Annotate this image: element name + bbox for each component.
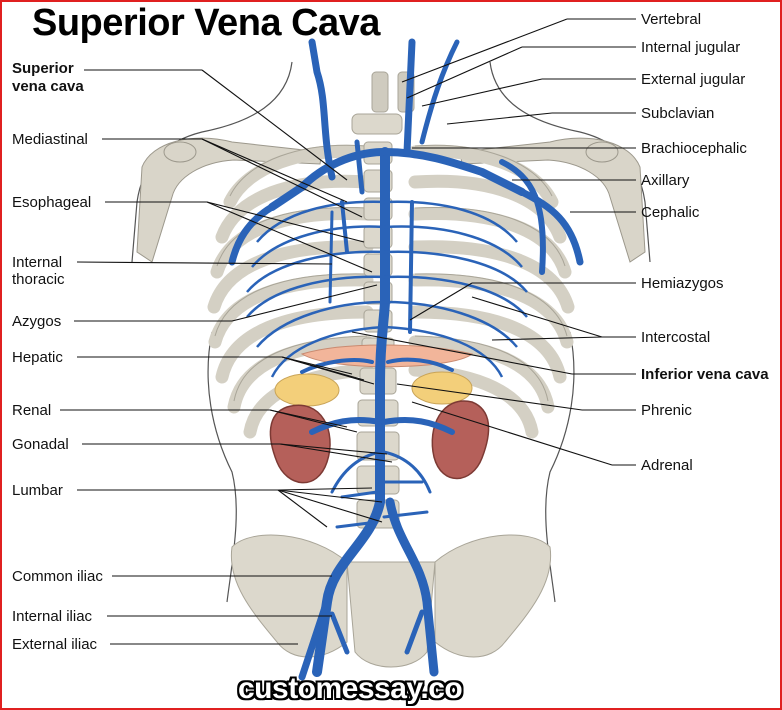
label-hemiazygos: Hemiazygos bbox=[641, 275, 724, 292]
label-vertebral: Vertebral bbox=[641, 11, 702, 28]
label-intercostal: Intercostal bbox=[641, 329, 711, 346]
label-superior-vena-cava-line2: vena cava bbox=[12, 78, 84, 95]
diagram-title: Superior Vena Cava bbox=[32, 2, 380, 44]
label-lumbar: Lumbar bbox=[12, 482, 63, 499]
label-internal-thoracic-line2: thoracic bbox=[12, 271, 65, 288]
label-common-iliac: Common iliac bbox=[12, 568, 103, 585]
label-gonadal: Gonadal bbox=[12, 436, 69, 453]
label-azygos: Azygos bbox=[12, 313, 62, 330]
label-axillary: Axillary bbox=[641, 172, 690, 189]
label-superior-vena-cava-line1: Superior bbox=[12, 60, 74, 77]
label-internal-thoracic-line1: Internal bbox=[12, 254, 63, 271]
label-brachiocephalic: Brachiocephalic bbox=[641, 140, 747, 157]
label-inferior-vena-cava: Inferior vena cava bbox=[641, 366, 769, 383]
pelvis bbox=[230, 534, 552, 668]
leader-lines bbox=[60, 18, 636, 645]
label-hepatic: Hepatic bbox=[12, 349, 63, 366]
label-external-iliac: External iliac bbox=[12, 636, 98, 653]
label-cephalic: Cephalic bbox=[641, 204, 700, 221]
label-internal-iliac: Internal iliac bbox=[12, 608, 93, 625]
label-external-jugular: External jugular bbox=[641, 71, 746, 88]
label-phrenic: Phrenic bbox=[641, 402, 692, 419]
label-internal-jugular: Internal jugular bbox=[641, 39, 741, 56]
label-adrenal: Adrenal bbox=[641, 457, 693, 474]
label-esophageal: Esophageal bbox=[12, 194, 92, 211]
label-subclavian: Subclavian bbox=[641, 105, 715, 122]
label-mediastinal: Mediastinal bbox=[12, 131, 88, 148]
label-renal: Renal bbox=[12, 402, 52, 419]
watermark-text: customessay.co bbox=[238, 672, 463, 705]
